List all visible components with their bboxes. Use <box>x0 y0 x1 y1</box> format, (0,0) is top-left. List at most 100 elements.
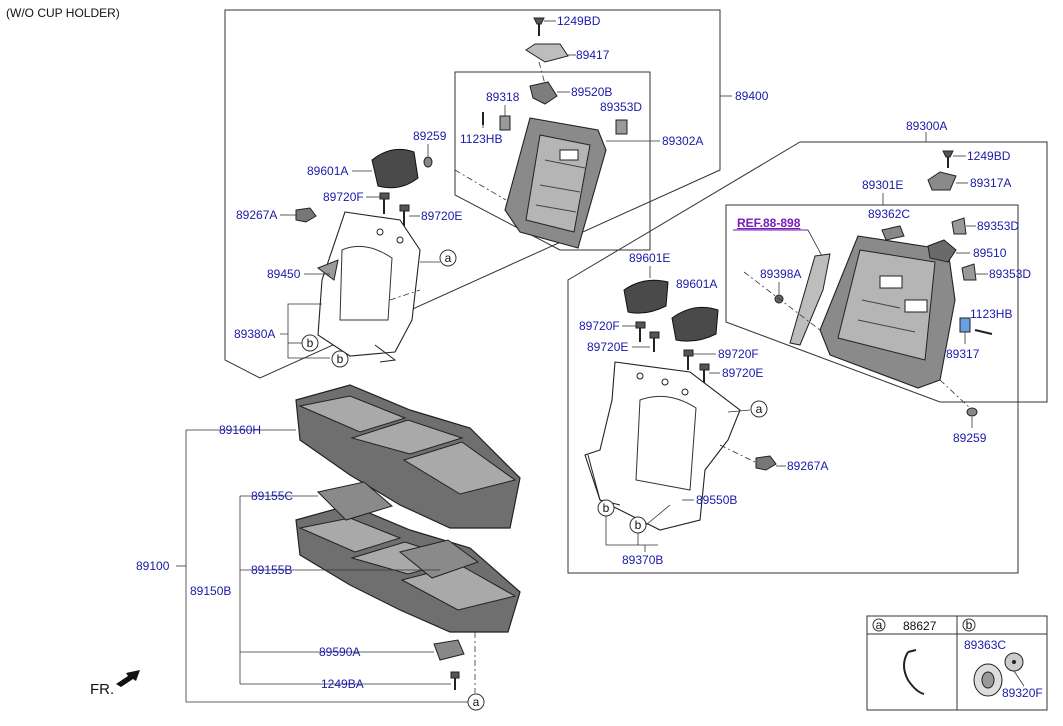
clip-89317 <box>959 317 971 333</box>
label-89353D-right-2: 89353D <box>989 267 1031 281</box>
label-89317A: 89317A <box>970 176 1011 190</box>
label-89550B: 89550B <box>696 493 737 507</box>
clip-89318 <box>499 115 511 131</box>
legend-b-part2: 89320F <box>1002 686 1043 700</box>
svg-text:b: b <box>635 518 642 532</box>
label-89720E-right-2: 89720E <box>722 366 763 380</box>
seat-belt <box>789 253 831 346</box>
label-89267A-left: 89267A <box>236 208 277 222</box>
label-89601A-left: 89601A <box>307 164 348 178</box>
label-89380A: 89380A <box>234 327 275 341</box>
label-89259-left: 89259 <box>413 129 447 143</box>
callout-b-left-1 <box>301 334 319 352</box>
legend-b-part1: 89363C <box>964 638 1006 652</box>
bolt-1249BD-right <box>942 150 954 158</box>
latch-89317A <box>927 171 957 191</box>
label-1249BD-right: 1249BD <box>967 149 1011 163</box>
seatback-89380A <box>316 211 421 363</box>
label-89302A: 89302A <box>662 134 703 148</box>
legend-table: a 88627 b 89363C 89320F <box>866 615 1048 711</box>
svg-text:b: b <box>603 501 610 515</box>
seatback-left-back-frame <box>454 71 651 251</box>
label-89317: 89317 <box>946 347 980 361</box>
bolt-1249BA <box>450 671 460 679</box>
headrest-89601A-right <box>671 306 719 342</box>
callout-b-left-2 <box>331 350 349 368</box>
bracket-89353D-left <box>615 119 628 135</box>
label-89720F-left: 89720F <box>323 190 364 204</box>
label-89160H: 89160H <box>219 423 261 437</box>
bracket-89417 <box>525 43 569 63</box>
pad-89155C <box>316 481 394 521</box>
svg-text:a: a <box>756 402 763 416</box>
label-89150B: 89150B <box>190 584 231 598</box>
label-89300A: 89300A <box>906 119 947 133</box>
label-89353D-right-1: 89353D <box>977 219 1019 233</box>
callout-a-right <box>750 400 768 418</box>
seatback-89370B <box>584 361 741 531</box>
label-89510: 89510 <box>973 246 1007 260</box>
latch-89520B <box>529 81 558 105</box>
label-89450: 89450 <box>267 267 301 281</box>
label-1123HB-left: 1123HB <box>460 132 502 146</box>
svg-text:a: a <box>876 618 883 632</box>
back-panel-89302A <box>504 117 607 249</box>
label-89720F-right-1: 89720F <box>579 319 620 333</box>
svg-text:a: a <box>445 251 452 265</box>
back-panel-89301E <box>819 235 956 389</box>
label-89362C: 89362C <box>868 207 910 221</box>
label-89720E-left: 89720E <box>421 209 462 223</box>
label-1249BD-top: 1249BD <box>557 14 601 28</box>
seat-cushion-89160H <box>295 384 521 529</box>
label-89720E-right-1: 89720E <box>587 340 628 354</box>
svg-text:b: b <box>337 352 344 366</box>
grommet-89259-right <box>966 407 978 417</box>
label-89400: 89400 <box>735 89 769 103</box>
seatback-right-back-frame <box>725 204 1019 403</box>
svg-text:b: b <box>307 336 314 350</box>
bracket-89353D-right-1 <box>951 217 967 235</box>
front-orientation-label: FR. <box>90 681 114 698</box>
cover-89267A-left <box>295 207 317 223</box>
bracket-89353D-right-2 <box>961 263 977 281</box>
callout-a-left <box>439 249 457 267</box>
headrest-89601E <box>623 279 669 314</box>
label-89601A-right: 89601A <box>676 277 717 291</box>
label-89601E: 89601E <box>629 251 670 265</box>
label-89155B: 89155B <box>251 563 292 577</box>
headrest-89601A-left <box>371 148 419 189</box>
seatback-left-frame <box>224 9 721 379</box>
reference-88-898[interactable]: REF.88-898 <box>737 216 801 230</box>
callout-a-bottom <box>467 693 485 711</box>
bracket-89362C <box>881 225 905 241</box>
front-arrow-icon <box>116 670 140 687</box>
label-89398A: 89398A <box>760 267 801 281</box>
module-89590A <box>433 639 465 661</box>
label-89301E: 89301E <box>862 178 903 192</box>
label-89100: 89100 <box>136 559 170 573</box>
pad-89155B <box>398 539 480 579</box>
label-1249BA: 1249BA <box>321 677 364 691</box>
label-89590A: 89590A <box>319 645 360 659</box>
label-89353D-left: 89353D <box>600 100 642 114</box>
cover-89267A-right <box>755 455 777 471</box>
latch-89510 <box>927 239 957 263</box>
label-89720F-right-2: 89720F <box>718 347 759 361</box>
header-note: (W/O CUP HOLDER) <box>6 6 120 20</box>
svg-text:b: b <box>966 618 973 632</box>
label-89417: 89417 <box>576 48 610 62</box>
bolt-1249BD-top <box>533 17 545 36</box>
label-89155C: 89155C <box>251 489 293 503</box>
label-1123HB-right: 1123HB <box>970 307 1012 321</box>
label-89520B: 89520B <box>571 85 612 99</box>
svg-text:a: a <box>473 695 480 709</box>
label-89267A-right: 89267A <box>787 459 828 473</box>
label-89318: 89318 <box>486 90 520 104</box>
grommet-89259-left <box>423 156 433 168</box>
wire-clip-88627-icon <box>903 651 925 695</box>
legend-a-part: 88627 <box>903 619 937 633</box>
label-89259-right: 89259 <box>953 431 987 445</box>
seatback-right-frame <box>567 141 1048 574</box>
label-89370B: 89370B <box>622 553 663 567</box>
